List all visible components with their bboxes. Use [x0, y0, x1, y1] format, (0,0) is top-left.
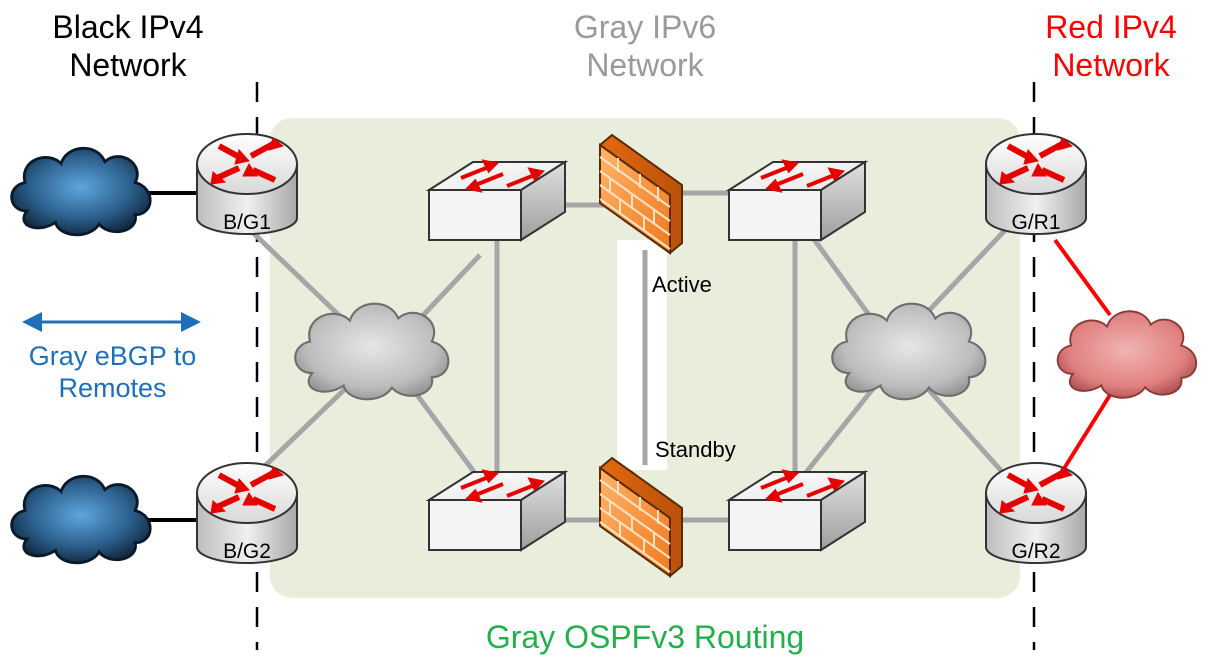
router-label-bg1: B/G1 [223, 211, 271, 234]
red-network-title: Red IPv4 Network [1016, 8, 1206, 85]
router-label-gr1: G/R1 [1011, 211, 1060, 234]
red-network-title-line2: Network [1052, 47, 1170, 84]
black-network-title-line2: Network [69, 47, 187, 84]
active-label: Active [652, 272, 712, 297]
cloud-icon [294, 302, 450, 401]
red-network-title-line1: Red IPv4 [1045, 9, 1177, 45]
gray-network-title-line1: Gray IPv6 [573, 9, 717, 45]
cloud-icon [831, 302, 987, 401]
cloud-icon [10, 146, 152, 237]
ebgp-label-line1: Gray eBGP to [28, 341, 197, 371]
black-links [145, 191, 200, 522]
cloud-icon [10, 474, 152, 565]
red-links [1053, 238, 1112, 477]
cloud-icon [1056, 310, 1198, 399]
standby-label: Standby [655, 437, 736, 462]
ebgp-label-line2: Remotes [58, 373, 167, 404]
gray-network-title: Gray IPv6 Network [530, 8, 760, 85]
gray-network-title-line2: Network [586, 47, 704, 84]
ospf-routing-label: Gray OSPFv3 Routing [485, 619, 805, 655]
ebgp-label: Gray eBGP to Remotes [0, 340, 225, 405]
black-network-title-line1: Black IPv4 [52, 9, 204, 45]
black-network-title: Black IPv4 Network [18, 8, 238, 85]
ebgp-arrow [22, 312, 201, 332]
router-label-bg2: B/G2 [223, 540, 271, 563]
router-label-gr2: G/R2 [1011, 540, 1060, 563]
firewall-link-gap [617, 240, 667, 470]
